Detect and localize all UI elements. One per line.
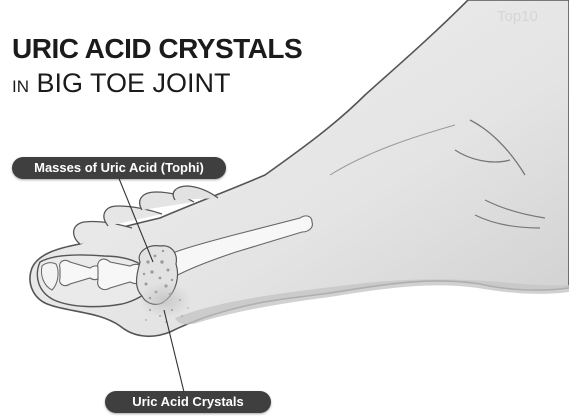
diagram-title: URIC ACID CRYSTALS bbox=[12, 33, 302, 65]
watermark: Top10 bbox=[497, 8, 538, 25]
label-uric-acid-crystals: Uric Acid Crystals bbox=[105, 391, 271, 413]
label-tophi: Masses of Uric Acid (Tophi) bbox=[12, 157, 226, 179]
diagram-subtitle: IN BIG TOE JOINT bbox=[12, 68, 231, 99]
subtitle-main: BIG TOE JOINT bbox=[37, 68, 231, 98]
toe-5 bbox=[173, 186, 218, 200]
watermark: Top bbox=[510, 263, 534, 280]
subtitle-prefix: IN bbox=[12, 77, 29, 96]
